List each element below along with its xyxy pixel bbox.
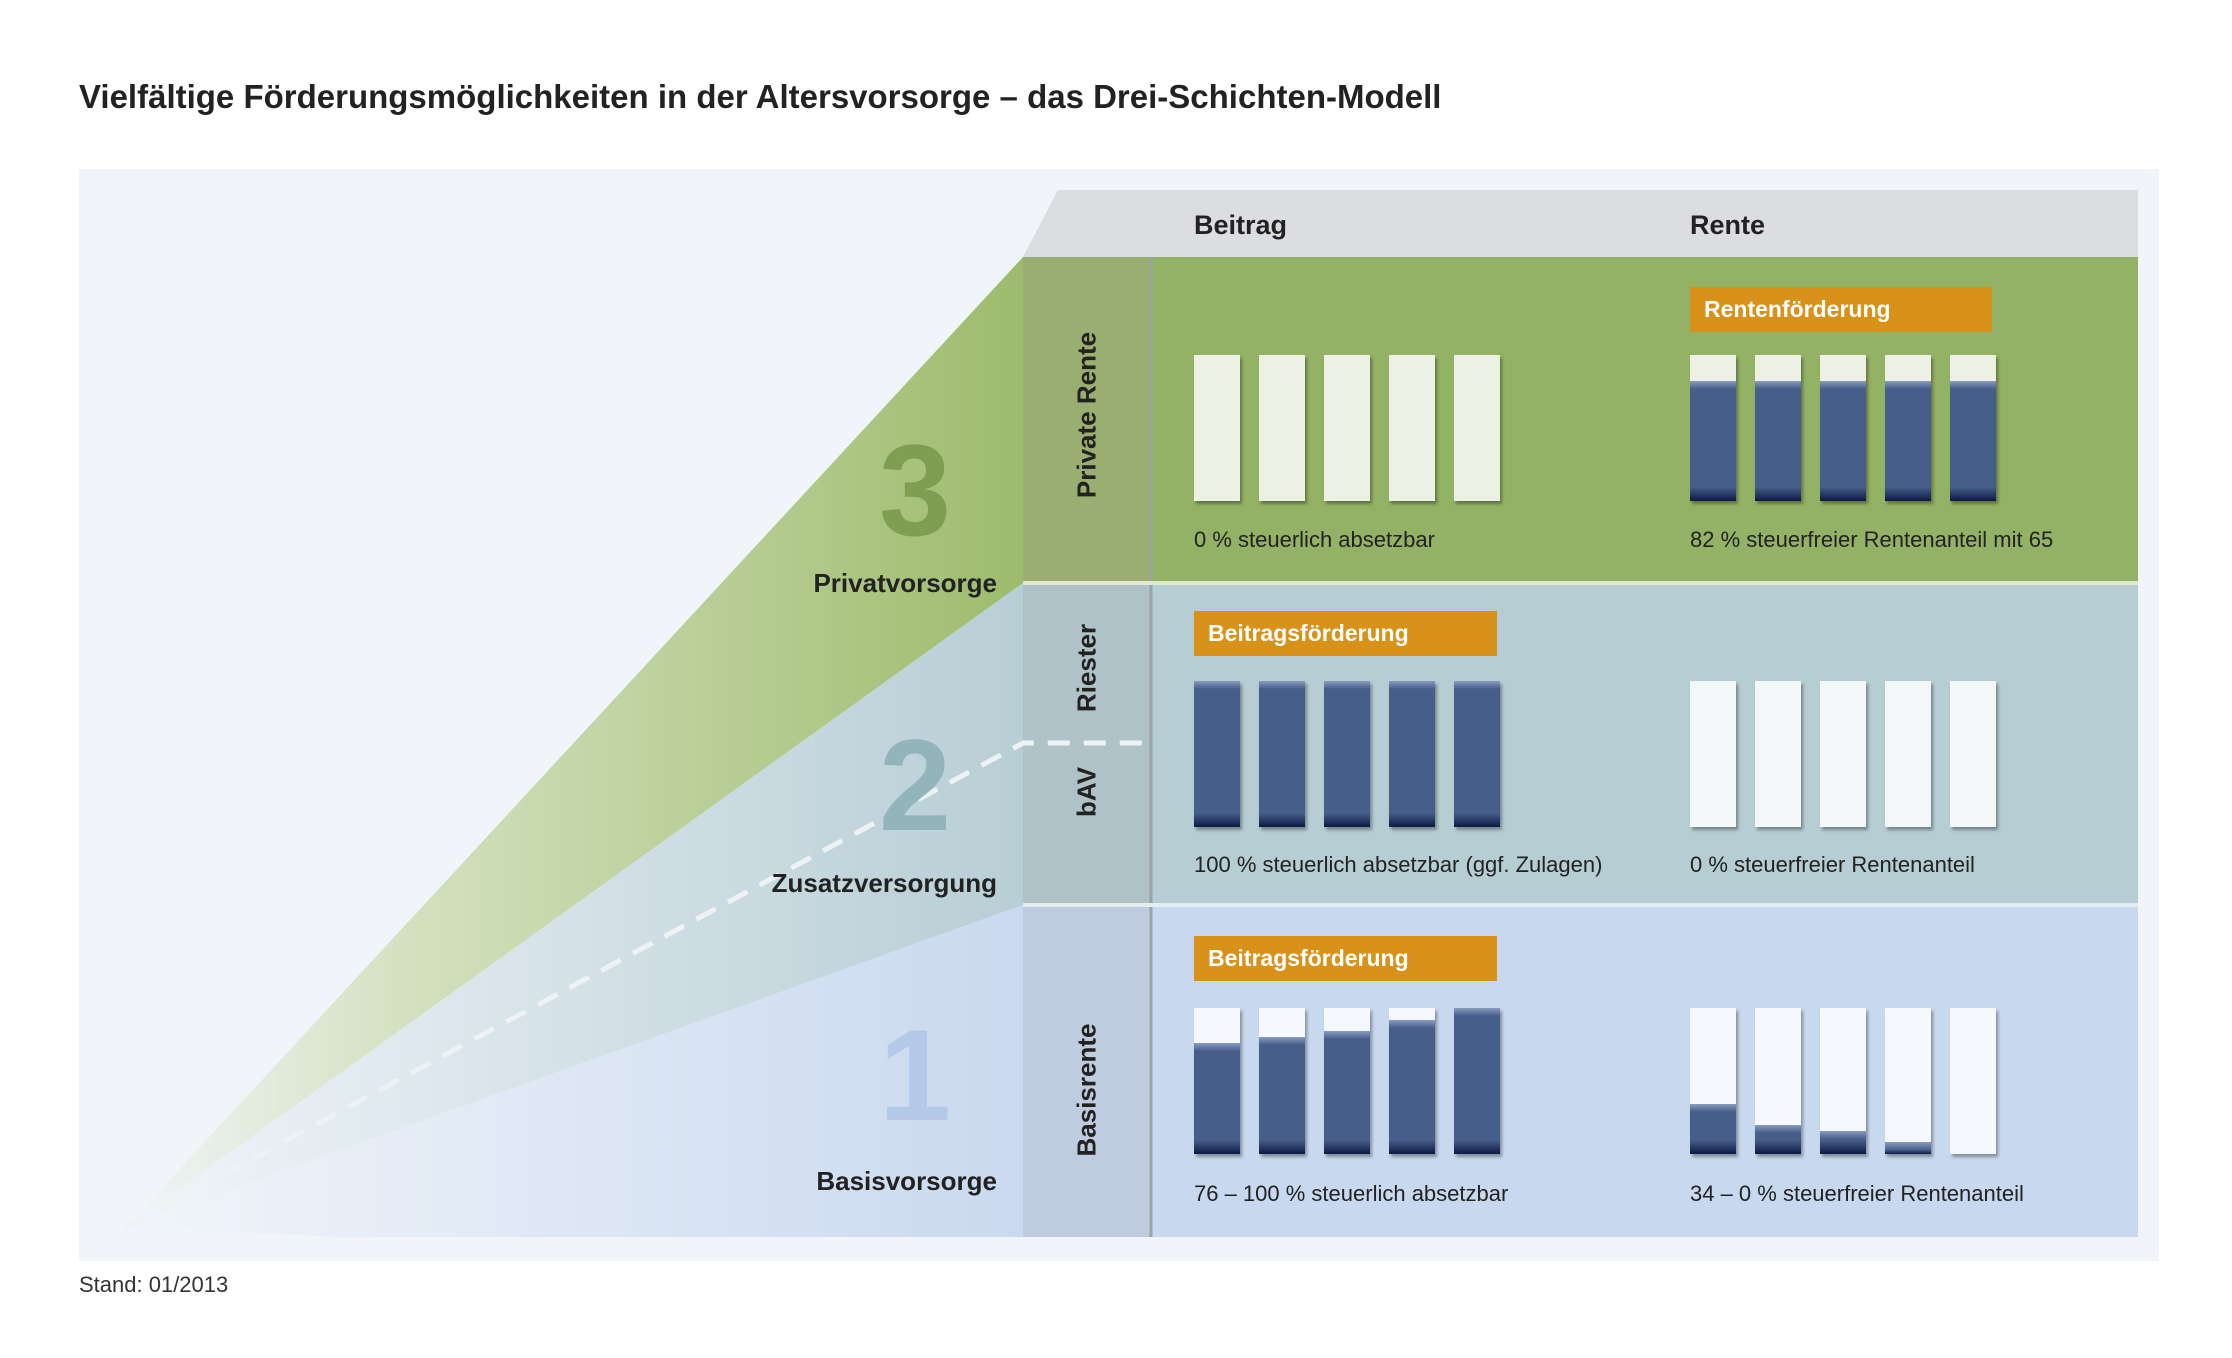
beitrag-bar xyxy=(1259,1008,1305,1154)
rente-bar xyxy=(1690,681,1736,827)
product-bav: bAV xyxy=(1071,766,1102,818)
footer-date: Stand: 01/2013 xyxy=(79,1272,229,1297)
header-band xyxy=(1023,190,2138,257)
beitrag-bar xyxy=(1194,681,1240,827)
beitrag-bar xyxy=(1389,681,1435,827)
beitrag-bar xyxy=(1259,681,1305,827)
bar-fill xyxy=(1324,1031,1370,1154)
bar-fill xyxy=(1454,1008,1500,1154)
caption-beitrag-1: 76 – 100 % steuerlich absetzbar xyxy=(1194,1181,1509,1206)
caption-beitrag-3: 0 % steuerlich absetzbar xyxy=(1194,527,1435,552)
beitrag-bar xyxy=(1454,681,1500,827)
bar-fill xyxy=(1324,681,1370,827)
rente-bar xyxy=(1820,681,1866,827)
layer-name-1: Basisvorsorge xyxy=(816,1166,997,1196)
bar-fill xyxy=(1690,381,1736,501)
rente-bar xyxy=(1755,355,1801,501)
beitrag-bar xyxy=(1194,355,1240,501)
beitrag-bar xyxy=(1454,1008,1500,1154)
rente-bar xyxy=(1820,1008,1866,1154)
layer-number-3: 3 xyxy=(878,417,952,563)
caption-rente-1: 34 – 0 % steuerfreier Rentenanteil xyxy=(1690,1181,2024,1206)
beitrag-bar xyxy=(1324,1008,1370,1154)
layer-name-2: Zusatzversorgung xyxy=(771,868,997,898)
label-col-1 xyxy=(1023,905,1151,1237)
beitrag-bar xyxy=(1454,355,1500,501)
rente-bar xyxy=(1820,355,1866,501)
rente-bar xyxy=(1950,681,1996,827)
beitrag-bar xyxy=(1324,681,1370,827)
product-riester: Riester xyxy=(1071,623,1102,713)
caption-rente-2: 0 % steuerfreier Rentenanteil xyxy=(1690,852,1975,877)
bar-fill xyxy=(1885,381,1931,501)
bar-fill xyxy=(1690,1104,1736,1154)
product-basisrente: Basisrente xyxy=(1071,1023,1102,1157)
product-private-rente: Private Rente xyxy=(1071,331,1102,499)
caption-beitrag-2: 100 % steuerlich absetzbar (ggf. Zulagen… xyxy=(1194,852,1603,877)
rente-bar xyxy=(1755,1008,1801,1154)
bar-fill xyxy=(1194,1043,1240,1154)
rente-bar xyxy=(1885,1008,1931,1154)
label-col-3 xyxy=(1023,257,1151,583)
bar-fill xyxy=(1389,681,1435,827)
bar-fill xyxy=(1950,381,1996,501)
beitrag-bar xyxy=(1259,355,1305,501)
column-header-beitrag: Beitrag xyxy=(1194,210,1288,240)
layer-3-wedge xyxy=(126,257,1023,1227)
badge-beitragsfoerderung-1: Beitragsförderung xyxy=(1194,936,1497,981)
page-title: Vielfältige Förderungsmöglichkeiten in d… xyxy=(79,78,1442,115)
layer-2-wedge xyxy=(126,583,1023,1227)
beitrag-bar xyxy=(1194,1008,1240,1154)
badge-beitragsfoerderung-2: Beitragsförderung xyxy=(1194,611,1497,656)
bar-fill xyxy=(1885,1142,1931,1154)
bar-fill xyxy=(1259,1037,1305,1154)
caption-rente-3: 82 % steuerfreier Rentenanteil mit 65 xyxy=(1690,527,2054,552)
layer-1-wedge xyxy=(126,905,1023,1237)
rente-bar xyxy=(1885,355,1931,501)
column-header-rente: Rente xyxy=(1690,210,1766,240)
rente-bar xyxy=(1950,355,1996,501)
bar-fill xyxy=(1820,381,1866,501)
badge-rentenfoerderung: Rentenförderung xyxy=(1690,287,1992,332)
bar-fill xyxy=(1755,1124,1801,1154)
beitrag-bar xyxy=(1389,355,1435,501)
bar-fill xyxy=(1454,681,1500,827)
bar-fill xyxy=(1755,381,1801,501)
bar-fill xyxy=(1259,681,1305,827)
dashed-divider xyxy=(124,740,1151,1230)
layer-number-2: 2 xyxy=(878,712,952,858)
bar-fill xyxy=(1820,1130,1866,1154)
rente-bar xyxy=(1690,1008,1736,1154)
beitrag-bar xyxy=(1324,355,1370,501)
layer-name-3: Privatvorsorge xyxy=(813,568,997,598)
rente-bar xyxy=(1690,355,1736,501)
rente-bar xyxy=(1885,681,1931,827)
rente-bar xyxy=(1755,681,1801,827)
rente-bar xyxy=(1950,1008,1996,1154)
bar-fill xyxy=(1389,1019,1435,1154)
beitrag-bar xyxy=(1389,1008,1435,1154)
layer-number-1: 1 xyxy=(878,1002,952,1148)
bar-fill xyxy=(1194,681,1240,827)
